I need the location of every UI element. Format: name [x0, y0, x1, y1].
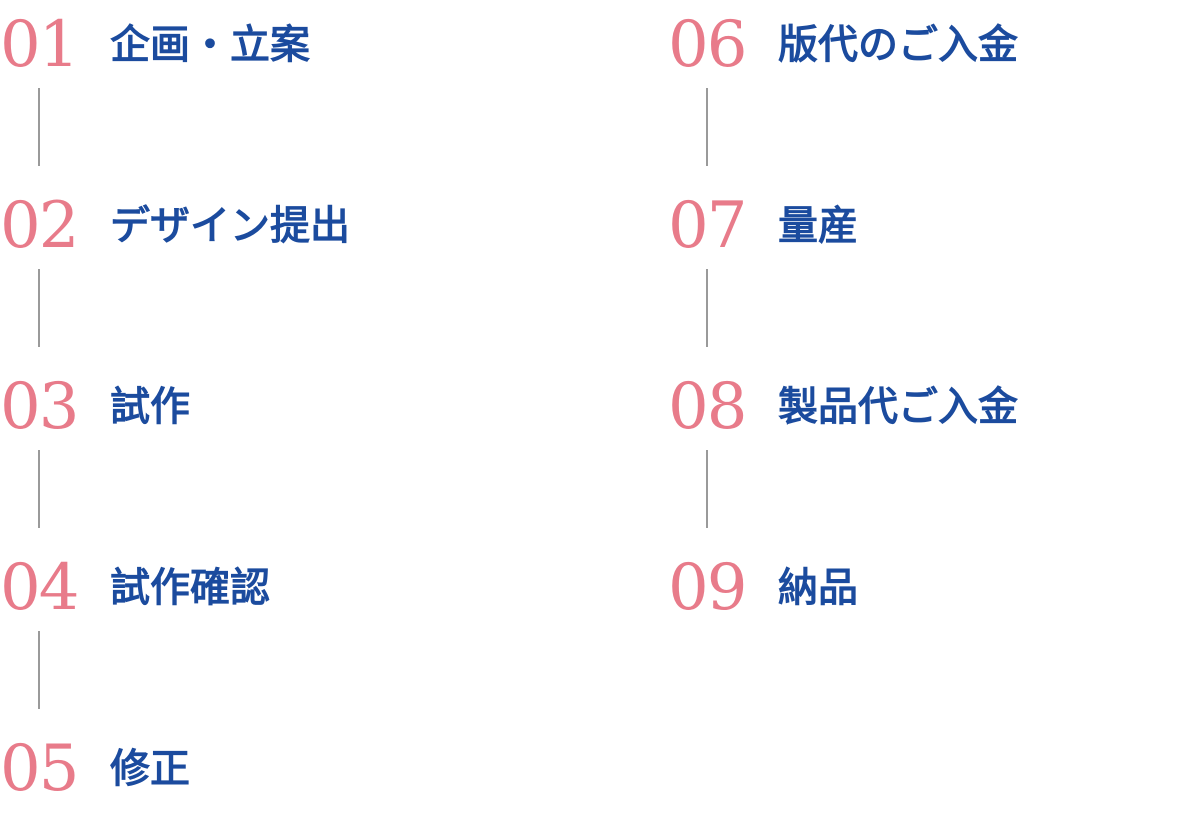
step-connector-line — [706, 269, 708, 347]
step-number: 09 — [668, 551, 747, 625]
step-number: 03 — [0, 370, 79, 444]
step-number: 07 — [668, 189, 747, 263]
step-connector-line — [38, 269, 40, 347]
step-connector-line — [38, 631, 40, 709]
step-label: デザイン提出 — [110, 203, 350, 249]
step-number: 08 — [668, 370, 747, 444]
step-number: 06 — [668, 8, 747, 82]
step-label: 製品代ご入金 — [778, 384, 1018, 430]
step-number: 02 — [0, 189, 79, 263]
step-label: 試作 — [110, 384, 190, 430]
step-label: 企画・立案 — [110, 22, 310, 68]
step-connector-line — [706, 88, 708, 166]
step-number: 05 — [0, 732, 79, 806]
step-label: 修正 — [110, 746, 190, 792]
step-number: 01 — [0, 8, 79, 82]
step-connector-line — [38, 88, 40, 166]
step-connector-line — [706, 450, 708, 528]
step-label: 試作確認 — [110, 565, 270, 611]
step-connector-line — [38, 450, 40, 528]
step-label: 量産 — [778, 203, 858, 249]
step-number: 04 — [0, 551, 79, 625]
step-label: 納品 — [778, 565, 858, 611]
step-label: 版代のご入金 — [778, 22, 1018, 68]
